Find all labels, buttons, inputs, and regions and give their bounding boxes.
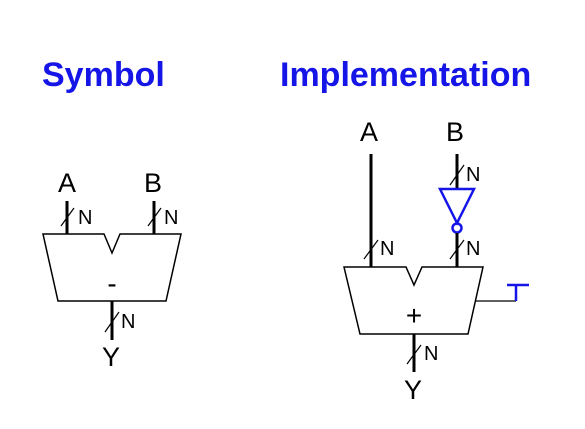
impl-output-y-label: Y	[404, 375, 422, 405]
symbol-heading: Symbol	[42, 56, 165, 94]
impl-input-a-label: A	[360, 117, 378, 147]
impl-bus-slash-b-in	[449, 164, 465, 186]
symbol-operator: -	[107, 268, 116, 299]
impl-adder-block	[343, 266, 484, 335]
impl-bus-width-y: N	[424, 343, 438, 365]
implementation-heading: Implementation	[280, 56, 531, 94]
symbol-input-b-label: B	[144, 168, 162, 198]
symbol-bus-slash-a	[60, 207, 75, 227]
impl-bus-slash-a	[363, 239, 379, 260]
impl-operator: +	[406, 300, 422, 331]
impl-inverter-gate	[437, 187, 477, 226]
impl-input-b-label: B	[446, 117, 464, 147]
symbol-output-y-label: Y	[102, 342, 120, 372]
symbol-bus-slash-b	[147, 207, 162, 227]
impl-bus-width-b-inv: N	[466, 238, 480, 260]
symbol-bus-width-b: N	[164, 207, 178, 229]
symbol-input-a-label: A	[58, 168, 76, 198]
impl-bus-slash-y	[406, 344, 422, 365]
impl-inverter-bubble	[451, 222, 463, 234]
implementation-diagram: A B N N N + N Y	[343, 117, 529, 405]
impl-bus-slash-b-inv	[449, 239, 465, 260]
symbol-bus-width-y: N	[121, 311, 135, 333]
impl-bus-width-a: N	[380, 238, 394, 260]
symbol-subtractor-block	[42, 233, 182, 302]
symbol-bus-width-a: N	[78, 207, 92, 229]
symbol-bus-slash-y	[104, 311, 120, 333]
symbol-diagram: A B N N - N Y	[42, 168, 182, 372]
impl-bus-width-b-in: N	[466, 164, 480, 186]
